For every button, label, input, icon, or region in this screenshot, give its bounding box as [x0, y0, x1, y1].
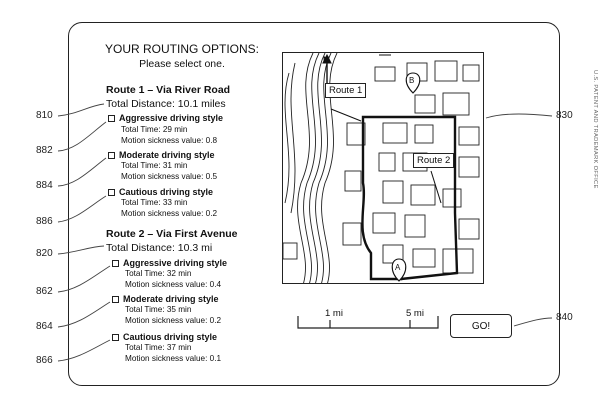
ref-840: 840: [556, 312, 573, 323]
route-1-title: Route 1 – Via River Road: [106, 84, 231, 96]
route-1-aggressive-motion: Motion sickness value: 0.8: [121, 136, 218, 145]
route-2-aggressive-checkbox[interactable]: [112, 260, 119, 267]
map-marker-b[interactable]: B: [409, 76, 415, 85]
map-drawing: [283, 53, 480, 283]
route-map[interactable]: N B A Route 1 Route 2: [282, 52, 484, 284]
ref-864: 864: [36, 321, 53, 332]
page-title: YOUR ROUTING OPTIONS:: [104, 42, 259, 56]
ref-830: 830: [556, 110, 573, 121]
page-subtitle: Please select one.: [139, 58, 225, 70]
route-1-cautious-time: Total Time: 33 min: [121, 198, 188, 207]
route-2-aggressive-motion: Motion sickness value: 0.4: [125, 280, 222, 289]
route-2-cautious-time: Total Time: 37 min: [125, 343, 192, 352]
route-2-moderate-time: Total Time: 35 min: [125, 305, 192, 314]
route-2-moderate-label: Moderate driving style: [123, 294, 219, 304]
route-1-aggressive-checkbox[interactable]: [108, 115, 115, 122]
go-button[interactable]: GO!: [450, 314, 512, 338]
route-2-aggressive-time: Total Time: 32 min: [125, 269, 192, 278]
route-1-moderate-motion: Motion sickness value: 0.5: [121, 172, 218, 181]
scale-label-1mi: 1 mi: [325, 308, 343, 319]
route-2-cautious-motion: Motion sickness value: 0.1: [125, 354, 222, 363]
route-2-aggressive-label: Aggressive driving style: [123, 258, 228, 268]
north-label: N: [323, 55, 330, 65]
route-1-aggressive-time: Total Time: 29 min: [121, 125, 188, 134]
route-1-moderate-checkbox[interactable]: [108, 152, 115, 159]
route-1-cautious-label: Cautious driving style: [119, 187, 214, 197]
map-marker-a[interactable]: A: [395, 263, 401, 272]
route-1-aggressive-label: Aggressive driving style: [119, 113, 224, 123]
route-2-moderate-motion: Motion sickness value: 0.2: [125, 316, 222, 325]
scale-label-5mi: 5 mi: [406, 308, 424, 319]
route-1-total-distance: Total Distance: 10.1 miles: [106, 98, 226, 110]
route-2-moderate-checkbox[interactable]: [112, 296, 119, 303]
route-1-moderate-time: Total Time: 31 min: [121, 161, 188, 170]
route-1-cautious-motion: Motion sickness value: 0.2: [121, 209, 218, 218]
route-1-cautious-checkbox[interactable]: [108, 189, 115, 196]
ref-862: 862: [36, 286, 53, 297]
ref-884: 884: [36, 180, 53, 191]
ref-886: 886: [36, 216, 53, 227]
ref-820: 820: [36, 248, 53, 259]
ref-866: 866: [36, 355, 53, 366]
ref-810: 810: [36, 110, 53, 121]
route-2-total-distance: Total Distance: 10.3 mi: [106, 242, 213, 254]
route-2-title: Route 2 – Via First Avenue: [106, 228, 238, 240]
route-1-callout[interactable]: Route 1: [325, 83, 367, 98]
route-2-cautious-label: Cautious driving style: [123, 332, 218, 342]
route-2-cautious-checkbox[interactable]: [112, 334, 119, 341]
route-2-callout[interactable]: Route 2: [413, 153, 455, 168]
patent-office-side-note: U.S. PATENT AND TRADEMARK OFFICE: [592, 70, 598, 189]
ref-882: 882: [36, 145, 53, 156]
route-1-moderate-label: Moderate driving style: [119, 150, 215, 160]
